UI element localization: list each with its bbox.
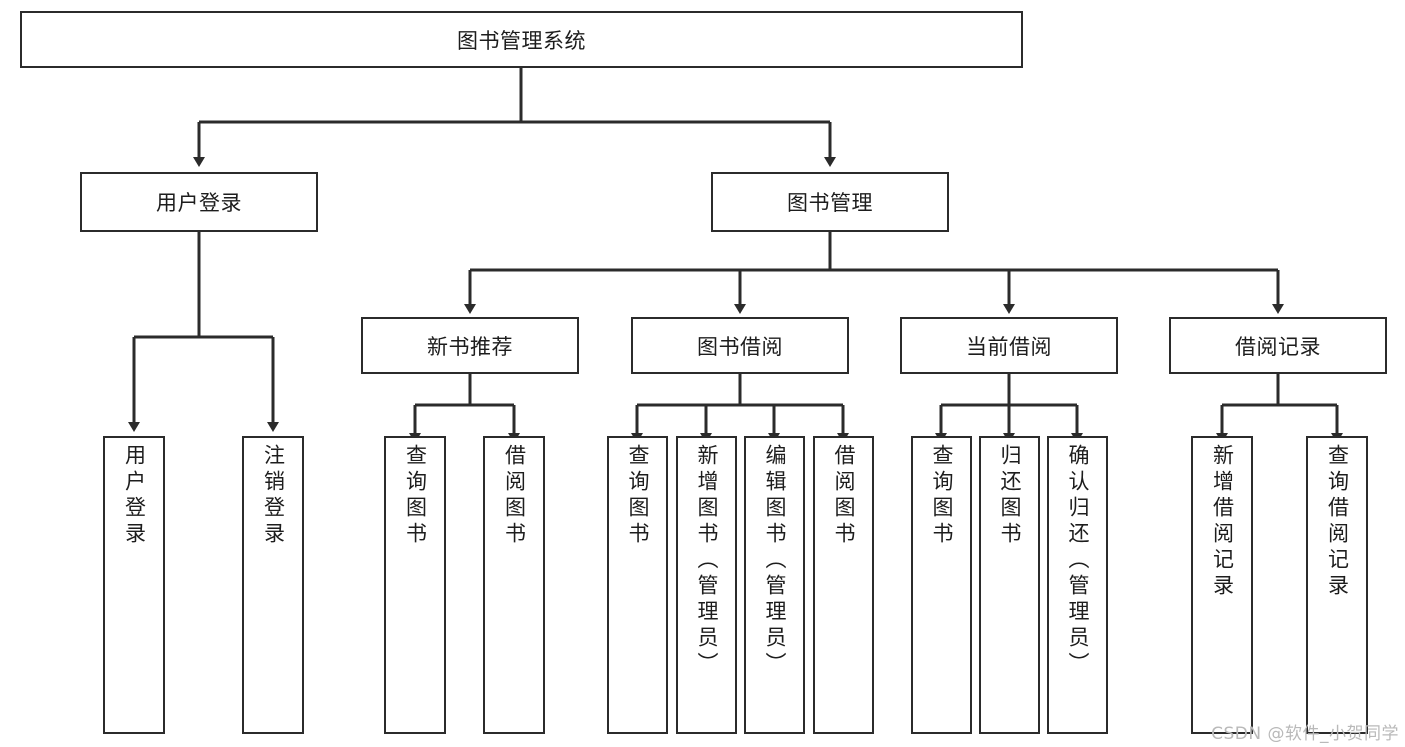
node-user-login-label: 用户登录 [156,191,242,215]
node-borrow-records[interactable]: 借阅记录 [1169,317,1387,374]
node-current-borrow-label: 当前借阅 [966,334,1052,359]
node-leaf-return-book[interactable]: 归还图书 [979,436,1040,734]
node-leaf-logout-label: 注销登录 [261,444,286,548]
node-leaf-query-borrow-record[interactable]: 查询借阅记录 [1306,436,1368,734]
node-leaf-add-book-admin-label: 新增图书（管理员） [695,444,719,678]
node-leaf-query-book-borrow[interactable]: 查询图书 [607,436,668,734]
node-leaf-query-book-recommend[interactable]: 查询图书 [384,436,446,734]
node-leaf-borrow-book[interactable]: 借阅图书 [813,436,874,734]
node-book-management[interactable]: 图书管理 [711,172,949,232]
node-leaf-query-book-current-label: 查询图书 [930,444,954,548]
node-leaf-user-login[interactable]: 用户登录 [103,436,165,734]
node-leaf-query-book-borrow-label: 查询图书 [626,444,650,548]
node-borrow-records-label: 借阅记录 [1235,334,1321,359]
node-leaf-confirm-return-admin-label: 确认归还（管理员） [1066,444,1090,678]
node-book-borrow-label: 图书借阅 [697,334,783,359]
node-root-system-label: 图书管理系统 [457,28,586,53]
node-leaf-query-book-recommend-label: 查询图书 [403,444,428,548]
csdn-watermark: CSDN @软件_小贺同学 [1211,724,1399,744]
node-leaf-add-borrow-record-label: 新增借阅记录 [1210,444,1235,600]
node-leaf-borrow-book-recommend-label: 借阅图书 [502,444,527,548]
node-leaf-query-borrow-record-label: 查询借阅记录 [1325,444,1350,600]
node-leaf-confirm-return-admin[interactable]: 确认归还（管理员） [1047,436,1108,734]
node-leaf-edit-book-admin-label: 编辑图书（管理员） [763,444,787,678]
node-book-management-label: 图书管理 [787,191,873,215]
node-current-borrow[interactable]: 当前借阅 [900,317,1118,374]
node-leaf-user-login-label: 用户登录 [122,444,147,548]
node-root-system[interactable]: 图书管理系统 [20,11,1023,68]
node-leaf-add-book-admin[interactable]: 新增图书（管理员） [676,436,737,734]
node-leaf-borrow-book-recommend[interactable]: 借阅图书 [483,436,545,734]
node-user-login[interactable]: 用户登录 [80,172,318,232]
node-leaf-return-book-label: 归还图书 [998,444,1022,548]
node-leaf-edit-book-admin[interactable]: 编辑图书（管理员） [744,436,805,734]
node-new-book-recommend[interactable]: 新书推荐 [361,317,579,374]
node-leaf-borrow-book-label: 借阅图书 [832,444,856,548]
node-leaf-query-book-current[interactable]: 查询图书 [911,436,972,734]
node-new-book-recommend-label: 新书推荐 [427,334,513,359]
node-leaf-logout[interactable]: 注销登录 [242,436,304,734]
node-book-borrow[interactable]: 图书借阅 [631,317,849,374]
node-leaf-add-borrow-record[interactable]: 新增借阅记录 [1191,436,1253,734]
